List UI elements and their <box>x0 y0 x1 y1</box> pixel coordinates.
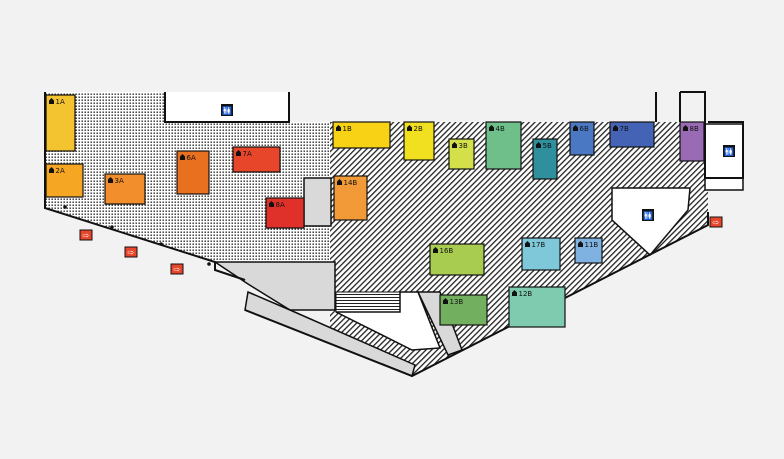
booth-3b-label: 3B <box>459 142 468 150</box>
booth-12b-area[interactable] <box>508 286 566 328</box>
svg-text:⇨: ⇨ <box>83 231 90 240</box>
booth-16b-area[interactable] <box>429 243 485 276</box>
booth-1b-area[interactable] <box>332 121 391 149</box>
exit-icon[interactable]: ⇨ <box>79 229 93 241</box>
booth-16b-label: 16B <box>440 247 454 255</box>
booth-icon <box>683 125 688 131</box>
booth-icon <box>180 154 185 160</box>
booth-7a-label: 7A <box>243 150 252 158</box>
booth-13b-area[interactable] <box>439 294 488 326</box>
booth-2a[interactable]: 2A <box>45 163 84 198</box>
booth-icon <box>49 98 54 104</box>
booth-6a-label: 6A <box>187 154 196 162</box>
booth-4b[interactable]: 4B <box>485 121 522 170</box>
svg-text:🚻: 🚻 <box>222 106 232 116</box>
svg-text:🚻: 🚻 <box>643 211 653 221</box>
restroom-icon: 🚻 <box>642 209 654 221</box>
booth-2a-label: 2A <box>56 167 65 175</box>
restroom-icon: 🚻 <box>723 145 735 157</box>
restroom-icon: 🚻 <box>221 104 233 116</box>
booth-icon <box>536 142 541 148</box>
booth-icon <box>525 241 530 247</box>
svg-text:⇨: ⇨ <box>713 218 720 227</box>
svg-text:⇨: ⇨ <box>174 265 181 274</box>
booth-1a-area[interactable] <box>45 94 76 152</box>
booth-icon <box>269 201 274 207</box>
booth-6b-label: 6B <box>580 125 589 133</box>
booth-icon <box>407 125 412 131</box>
booth-icon <box>236 150 241 156</box>
booth-icon <box>336 125 341 131</box>
booth-13b[interactable]: 13B <box>439 294 488 326</box>
booth-2b[interactable]: 2B <box>403 121 435 161</box>
service-area <box>212 261 336 311</box>
booth-14b-label: 14B <box>344 179 358 187</box>
booth-12b-label: 12B <box>519 290 533 298</box>
exit-icon[interactable]: ⇨ <box>709 216 723 228</box>
booth-7a-area[interactable] <box>232 146 281 173</box>
booth-7a[interactable]: 7A <box>232 146 281 173</box>
booth-13b-label: 13B <box>450 298 464 306</box>
booth-icon <box>489 125 494 131</box>
booth-8b-area[interactable] <box>679 121 705 162</box>
booth-16b[interactable]: 16B <box>429 243 485 276</box>
svg-text:⇨: ⇨ <box>128 248 135 257</box>
exit-icon[interactable]: ⇨ <box>170 263 184 275</box>
booth-17b-label: 17B <box>532 241 546 249</box>
booth-3a-label: 3A <box>115 177 124 185</box>
booth-icon <box>433 247 438 253</box>
booth-12b[interactable]: 12B <box>508 286 566 328</box>
booth-8b[interactable]: 8B <box>679 121 705 162</box>
booth-icon <box>578 241 583 247</box>
booth-icon <box>613 125 618 131</box>
column-markers <box>63 205 211 266</box>
booth-5b[interactable]: 5B <box>532 138 558 180</box>
booth-17b[interactable]: 17B <box>521 237 561 271</box>
booth-1b-label: 1B <box>343 125 352 133</box>
booth-3a[interactable]: 3A <box>104 173 146 205</box>
booth-icon <box>452 142 457 148</box>
booth-8a[interactable]: 8A <box>265 197 305 229</box>
booth-14b[interactable]: 14B <box>333 175 368 221</box>
booth-icon <box>443 298 448 304</box>
booth-7b-area[interactable] <box>609 121 655 148</box>
booth-icon <box>512 290 517 296</box>
service-column <box>303 177 332 227</box>
booth-icon <box>49 167 54 173</box>
booth-icon <box>573 125 578 131</box>
booth-1a[interactable]: 1A <box>45 94 76 152</box>
booth-11b-label: 11B <box>585 241 599 249</box>
booth-icon <box>108 177 113 183</box>
booth-11b[interactable]: 11B <box>574 237 603 264</box>
booth-3b[interactable]: 3B <box>448 138 475 170</box>
booth-6a[interactable]: 6A <box>176 150 210 195</box>
service-area-ramp <box>244 290 416 378</box>
booth-5b-label: 5B <box>543 142 552 150</box>
booth-2b-label: 2B <box>414 125 423 133</box>
staircase <box>335 291 401 313</box>
svg-text:🚻: 🚻 <box>724 147 734 157</box>
booth-8b-label: 8B <box>690 125 699 133</box>
booth-8a-label: 8A <box>276 201 285 209</box>
booth-1b[interactable]: 1B <box>332 121 391 149</box>
booth-icon <box>337 179 342 185</box>
restroom-room-east <box>611 187 691 257</box>
booth-7b[interactable]: 7B <box>609 121 655 148</box>
booth-4b-label: 4B <box>496 125 505 133</box>
booth-6b[interactable]: 6B <box>569 121 595 156</box>
booth-7b-label: 7B <box>620 125 629 133</box>
exit-icon[interactable]: ⇨ <box>124 246 138 258</box>
atrium-void <box>335 291 442 351</box>
booth-layer: 1A 2A 3A 6A 7A 8A 14B 1B 2B 3B 4B 5B 6B 7B 8B 16B 17B 11B… <box>45 94 705 328</box>
booth-1a-label: 1A <box>56 98 65 106</box>
